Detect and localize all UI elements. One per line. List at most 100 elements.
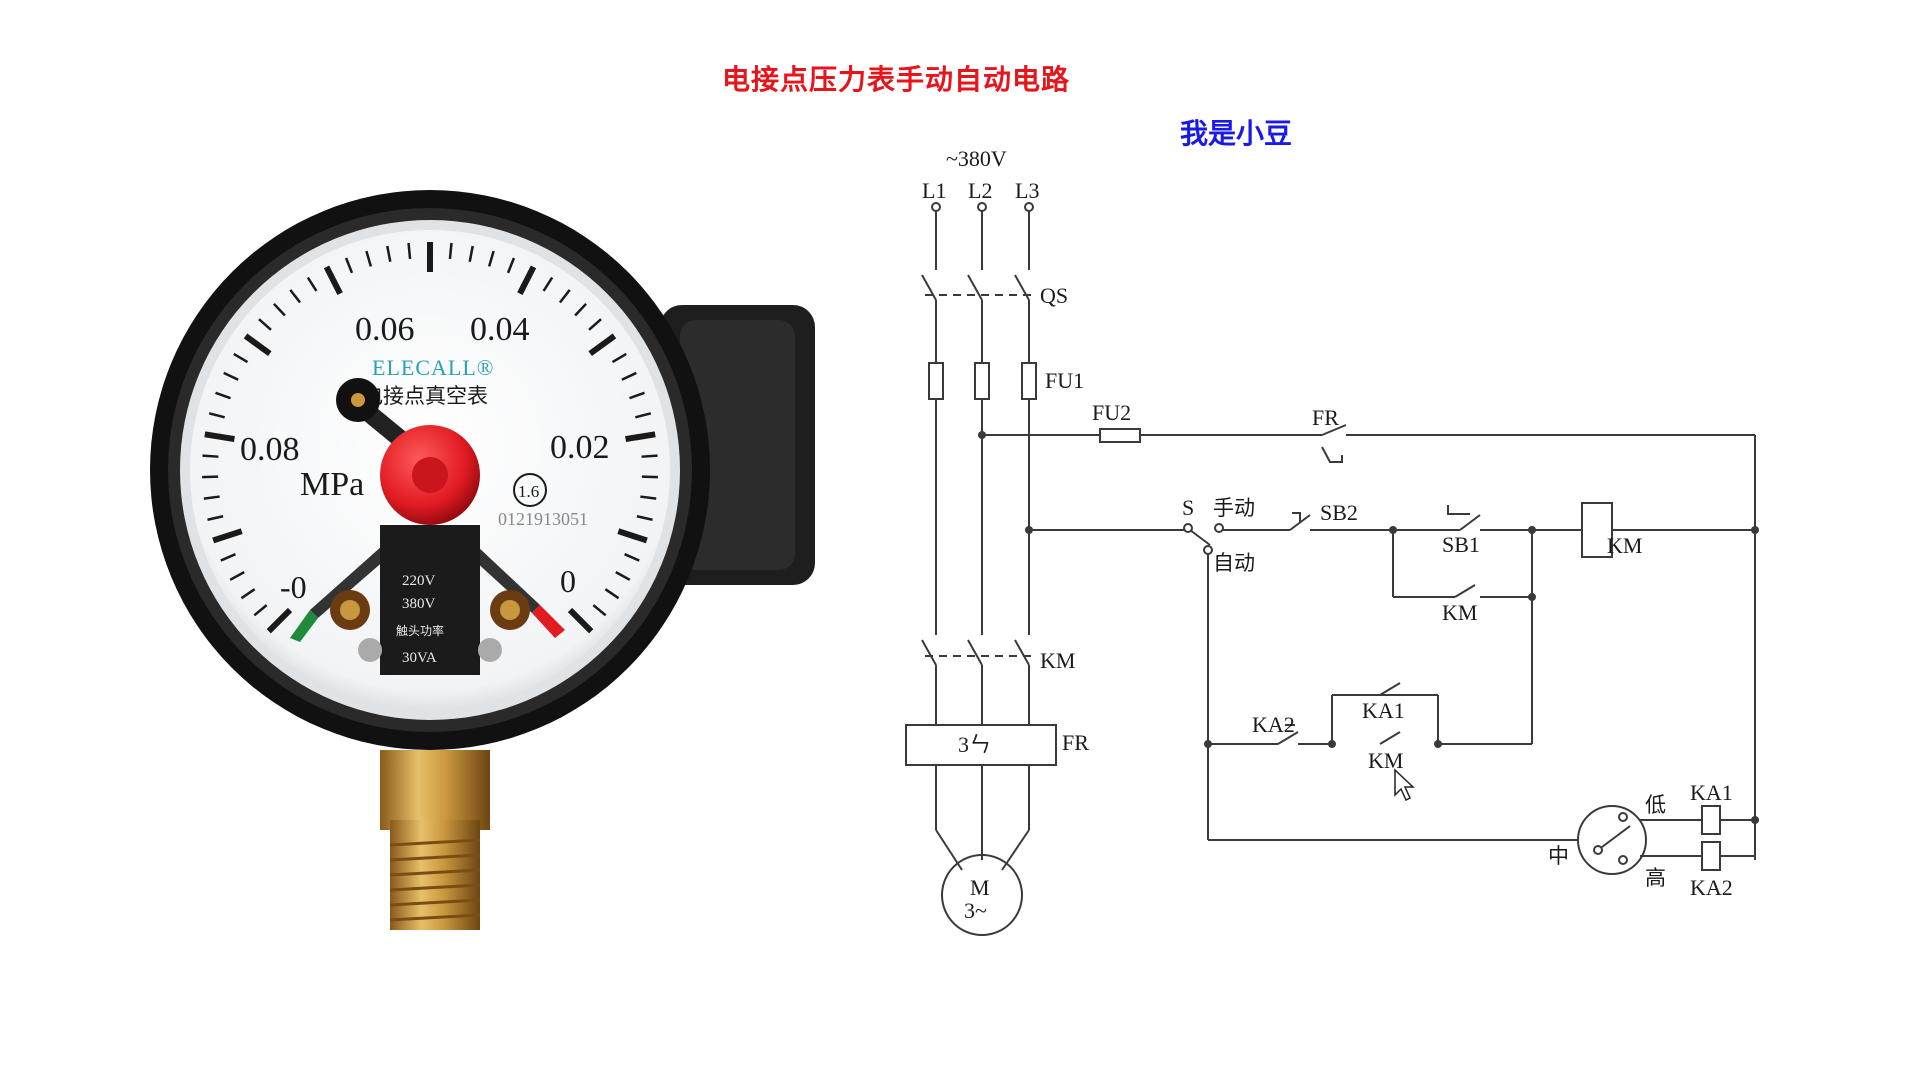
gauge-name: 电接点真空表 bbox=[362, 384, 488, 408]
major-tick bbox=[588, 333, 617, 357]
major-tick bbox=[243, 333, 272, 357]
minor-tick bbox=[273, 302, 286, 317]
minor-tick bbox=[629, 391, 645, 400]
scale-label-006: 0.06 bbox=[355, 311, 415, 348]
major-tick bbox=[517, 265, 537, 295]
contact-block bbox=[380, 525, 480, 675]
minor-tick bbox=[215, 391, 231, 400]
scale-label-002: 0.02 bbox=[550, 429, 610, 466]
fr-relay-label: FR bbox=[1062, 730, 1089, 755]
fu1-label: FU1 bbox=[1045, 368, 1084, 393]
brass-fitting bbox=[380, 750, 490, 830]
motor-m-label: M bbox=[970, 875, 990, 900]
minor-tick bbox=[289, 289, 302, 304]
minor-tick bbox=[407, 242, 412, 260]
fr-contact-label: FR bbox=[1312, 405, 1339, 430]
scale-label-0: 0 bbox=[560, 563, 576, 599]
major-tick bbox=[212, 528, 243, 544]
scale-label-008: 0.08 bbox=[240, 431, 300, 468]
plate-30va: 30VA bbox=[402, 650, 437, 666]
minor-tick bbox=[223, 371, 239, 381]
gauge-unit: MPa bbox=[300, 466, 364, 503]
switch-s-label: S bbox=[1182, 495, 1194, 520]
mid-label: 中 bbox=[1548, 844, 1569, 868]
sb1-label: SB1 bbox=[1442, 532, 1480, 557]
motor-phase-label: 3~ bbox=[964, 898, 987, 923]
minor-tick bbox=[202, 475, 219, 479]
minor-tick bbox=[258, 318, 272, 331]
km-hold-label: KM bbox=[1442, 600, 1477, 625]
km-main-label: KM bbox=[1040, 648, 1075, 673]
terminal-screws bbox=[330, 590, 530, 662]
minor-tick bbox=[592, 604, 607, 617]
fr-symbol: 3ㄣ bbox=[958, 732, 991, 757]
page-title: 电接点压力表手动自动电路 bbox=[722, 63, 1071, 96]
ka2-coil-label: KA2 bbox=[1690, 875, 1733, 900]
pressure-gauge-illustration: 0.06 0.04 0.08 0.02 -0 0 ELECALL® 电接点真空表… bbox=[150, 190, 815, 930]
high-label: 高 bbox=[1645, 866, 1666, 890]
fu2-label: FU2 bbox=[1092, 400, 1131, 425]
minor-tick bbox=[542, 276, 554, 292]
auto-label: 自动 bbox=[1213, 551, 1255, 575]
major-tick bbox=[204, 431, 235, 442]
minor-tick bbox=[344, 257, 354, 274]
minor-tick bbox=[506, 257, 516, 274]
minor-tick bbox=[604, 588, 620, 600]
minor-tick bbox=[448, 242, 453, 260]
ka2-contact-label: KA2 bbox=[1252, 712, 1295, 737]
major-tick bbox=[617, 528, 648, 544]
minor-tick bbox=[640, 495, 657, 500]
low-label: 低 bbox=[1645, 793, 1666, 817]
minor-tick bbox=[588, 318, 602, 331]
scale-label-004: 0.04 bbox=[470, 311, 530, 348]
minor-tick bbox=[621, 371, 637, 381]
minor-tick bbox=[220, 553, 236, 562]
scale-label-neg0: -0 bbox=[280, 569, 307, 605]
minor-tick bbox=[365, 250, 373, 267]
minor-tick bbox=[624, 553, 640, 562]
major-tick bbox=[323, 265, 343, 295]
phase-l3: L3 bbox=[1015, 178, 1039, 203]
mouse-cursor bbox=[1394, 768, 1415, 802]
sb2-label: SB2 bbox=[1320, 500, 1358, 525]
gauge-scale-ticks bbox=[202, 242, 658, 634]
supply-label: ~380V bbox=[946, 146, 1007, 171]
minor-tick bbox=[208, 412, 225, 419]
plate-220v: 220V bbox=[402, 573, 436, 589]
minor-tick bbox=[306, 276, 318, 292]
minor-tick bbox=[615, 571, 631, 581]
major-tick bbox=[567, 607, 594, 634]
minor-tick bbox=[240, 588, 256, 600]
plate-power: 触头功率 bbox=[396, 623, 444, 638]
author-label: 我是小豆 bbox=[1180, 117, 1293, 150]
minor-tick bbox=[641, 454, 658, 458]
accuracy-class-text: 1.6 bbox=[518, 482, 539, 501]
minor-tick bbox=[233, 352, 249, 364]
accuracy-class-badge bbox=[513, 473, 547, 507]
minor-tick bbox=[487, 250, 495, 267]
major-tick bbox=[266, 607, 293, 634]
gauge-serial: 0121913051 bbox=[498, 509, 588, 529]
qs-label: QS bbox=[1040, 283, 1068, 308]
minor-tick bbox=[207, 515, 224, 521]
minor-tick bbox=[636, 515, 653, 521]
minor-tick bbox=[574, 302, 587, 317]
minor-tick bbox=[202, 454, 219, 458]
phase-l1: L1 bbox=[922, 178, 946, 203]
major-tick bbox=[625, 431, 656, 442]
gauge-brand: ELECALL® bbox=[372, 355, 494, 380]
minor-tick bbox=[253, 604, 268, 617]
minor-tick bbox=[611, 352, 627, 364]
minor-tick bbox=[641, 475, 658, 479]
phase-l2: L2 bbox=[968, 178, 992, 203]
km-aux-label: KM bbox=[1368, 748, 1403, 773]
plate-380v: 380V bbox=[402, 596, 436, 612]
minor-tick bbox=[229, 571, 245, 581]
km-coil-label: KM bbox=[1607, 533, 1642, 558]
minor-tick bbox=[203, 495, 220, 500]
minor-tick bbox=[386, 245, 392, 262]
minor-tick bbox=[558, 289, 571, 304]
manual-label: 手动 bbox=[1213, 496, 1255, 520]
ka1-contact-label: KA1 bbox=[1362, 698, 1405, 723]
